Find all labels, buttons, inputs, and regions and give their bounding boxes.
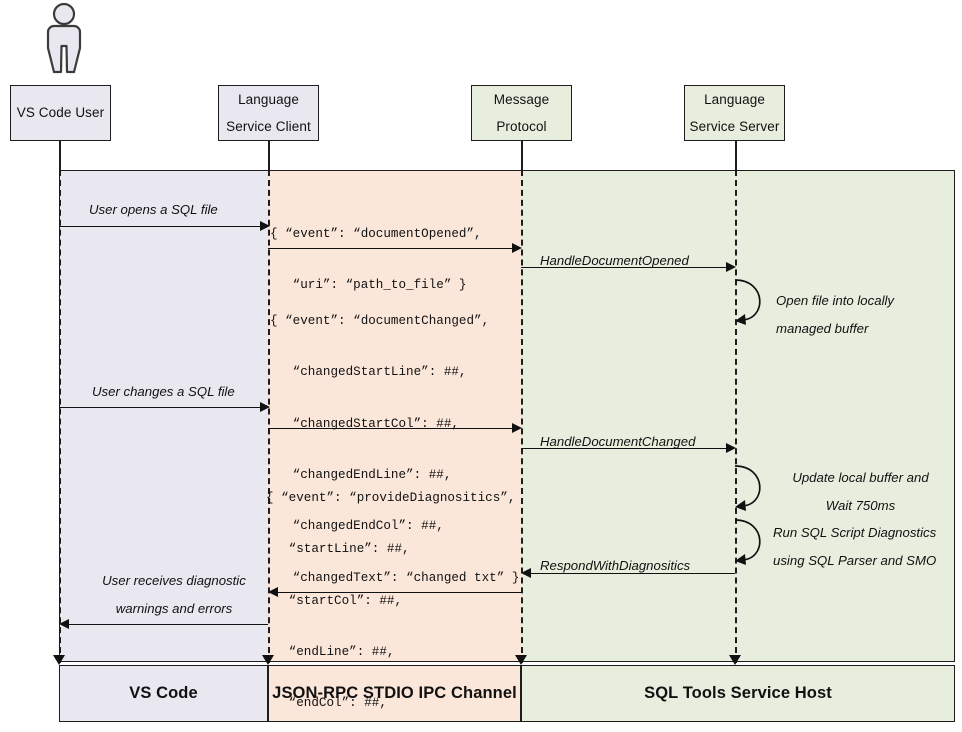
- payload-line: “changedStartLine”: ##,: [270, 365, 467, 380]
- footer-cell-sql-tools-service-host[interactable]: SQL Tools Service Host: [521, 665, 955, 722]
- note-line: Open file into locally: [776, 293, 895, 308]
- lifeline-header-language-service-client[interactable]: Language Service Client: [218, 85, 319, 141]
- message-arrowhead-user-changes: [260, 402, 270, 412]
- message-label-handle-document-changed: HandleDocumentChanged: [540, 434, 696, 449]
- footer-label: VS Code: [129, 684, 198, 702]
- message-arrow-user-receives: [69, 624, 268, 625]
- message-arrow-user-changes: [59, 407, 261, 408]
- payload-line: “endLine”: ##,: [266, 645, 395, 660]
- lifeline-header-language-service-server[interactable]: Language Service Server: [684, 85, 785, 141]
- lifeline-stub-message-protocol: [521, 141, 523, 171]
- payload-line: { “event”: “provideDiagnositics”,: [266, 491, 516, 506]
- note-line: Wait 750ms: [825, 498, 896, 514]
- termination-arrowhead-vs-code-user: [53, 655, 65, 665]
- lifeline-language-service-client: [268, 170, 270, 663]
- termination-arrowhead-message-protocol: [515, 655, 527, 665]
- note-line: using SQL Parser and SMO: [773, 553, 937, 569]
- message-arrow-diagnostics-to-client: [278, 592, 521, 593]
- message-arrow-respond-with-diagnositics: [531, 573, 735, 574]
- payload-line: “startLine”: ##,: [266, 542, 410, 557]
- message-arrowhead-document-opened: [512, 243, 522, 253]
- lifeline-language-service-server: [735, 170, 737, 663]
- band-sql-tools-host: [521, 170, 955, 662]
- message-label-user-receives: User receives diagnostic warnings and er…: [84, 573, 264, 617]
- lifeline-label-line2: Protocol: [496, 118, 547, 134]
- note-line: managed buffer: [776, 321, 869, 337]
- lifeline-message-protocol: [521, 170, 523, 663]
- footer-label: JSON-RPC STDIO IPC Channel: [272, 684, 517, 702]
- message-arrow-handle-document-changed: [521, 448, 727, 449]
- lifeline-label-line1: VS Code User: [16, 105, 105, 121]
- message-arrow-document-changed: [268, 428, 513, 429]
- note-line: User receives diagnostic: [102, 573, 246, 588]
- termination-arrowhead-language-service-client: [262, 655, 274, 665]
- message-arrowhead-handle-document-changed: [726, 443, 736, 453]
- message-label-respond-with-diagnositics: RespondWithDiagnositics: [540, 558, 691, 573]
- payload-line: “endCol”: ##,: [266, 696, 387, 711]
- lifeline-stub-language-service-client: [268, 141, 270, 171]
- lifeline-label-line1: Message: [493, 92, 550, 107]
- lifeline-stub-language-service-server: [735, 141, 737, 171]
- message-arrowhead-user-receives: [59, 619, 69, 629]
- message-label-user-changes: User changes a SQL file: [92, 384, 235, 399]
- payload-line: { “event”: “documentChanged”,: [270, 314, 490, 329]
- self-call-loop-update-buffer: [734, 465, 761, 511]
- payload-line: “startCol”: ##,: [266, 593, 403, 608]
- self-call-loop-open-file: [734, 279, 761, 325]
- payload-line: “changedStartCol”: ##,: [270, 416, 459, 431]
- band-vs-code: [59, 170, 268, 662]
- message-label-user-opens: User opens a SQL file: [89, 202, 218, 217]
- message-arrow-handle-document-opened: [521, 267, 727, 268]
- self-call-note-run-diagnostics: Run SQL Script Diagnostics using SQL Par…: [773, 525, 937, 569]
- lifeline-vs-code-user: [59, 170, 61, 663]
- footer-label: SQL Tools Service Host: [644, 684, 832, 702]
- payload-document-changed: { “event”: “documentChanged”, “changedSt…: [270, 290, 519, 609]
- lifeline-label-line1: Language: [704, 92, 765, 107]
- lifeline-label-line2: Service Server: [689, 118, 780, 134]
- message-arrowhead-handle-document-opened: [726, 262, 736, 272]
- self-call-note-open-file: Open file into locally managed buffer: [776, 293, 895, 337]
- note-line: warnings and errors: [115, 601, 233, 617]
- message-arrowhead-diagnostics-to-client: [268, 587, 278, 597]
- lifeline-label-line1: Language: [238, 92, 299, 107]
- footer-cell-vs-code[interactable]: VS Code: [59, 665, 268, 722]
- payload-line: “changedEndCol”: ##,: [270, 519, 444, 534]
- lifeline-header-message-protocol[interactable]: Message Protocol: [471, 85, 572, 141]
- payload-line: { “event”: “documentOpened”,: [270, 227, 482, 242]
- payload-line: “changedEndLine”: ##,: [270, 468, 452, 483]
- lifeline-stub-vs-code-user: [59, 141, 61, 171]
- footer-cell-json-rpc-channel[interactable]: JSON-RPC STDIO IPC Channel: [268, 665, 521, 722]
- lifeline-header-vs-code-user[interactable]: VS Code User: [10, 85, 111, 141]
- note-line: Update local buffer and: [792, 470, 929, 485]
- termination-arrowhead-language-service-server: [729, 655, 741, 665]
- payload-line: “uri”: “path_to_file” }: [270, 278, 467, 293]
- message-label-handle-document-opened: HandleDocumentOpened: [540, 253, 689, 268]
- lifeline-label-line2: Service Client: [226, 118, 311, 134]
- self-call-loop-run-diagnostics: [734, 519, 761, 565]
- note-line: Run SQL Script Diagnostics: [773, 525, 937, 540]
- message-arrowhead-respond-with-diagnositics: [521, 568, 531, 578]
- payload-line: “changedText”: “changed txt” }: [270, 570, 520, 585]
- message-arrowhead-document-changed: [512, 423, 522, 433]
- message-arrow-document-opened: [268, 248, 513, 249]
- payload-provide-diagnositics: { “event”: “provideDiagnositics”, “start…: [266, 467, 515, 732]
- payload-document-opened: { “event”: “documentOpened”, “uri”: “pat…: [270, 203, 482, 317]
- message-arrowhead-user-opens: [260, 221, 270, 231]
- band-json-rpc: [268, 170, 521, 662]
- message-arrow-user-opens: [59, 226, 261, 227]
- self-call-note-update-buffer: Update local buffer and Wait 750ms: [773, 470, 948, 514]
- vs-code-user-actor-icon: [32, 2, 96, 74]
